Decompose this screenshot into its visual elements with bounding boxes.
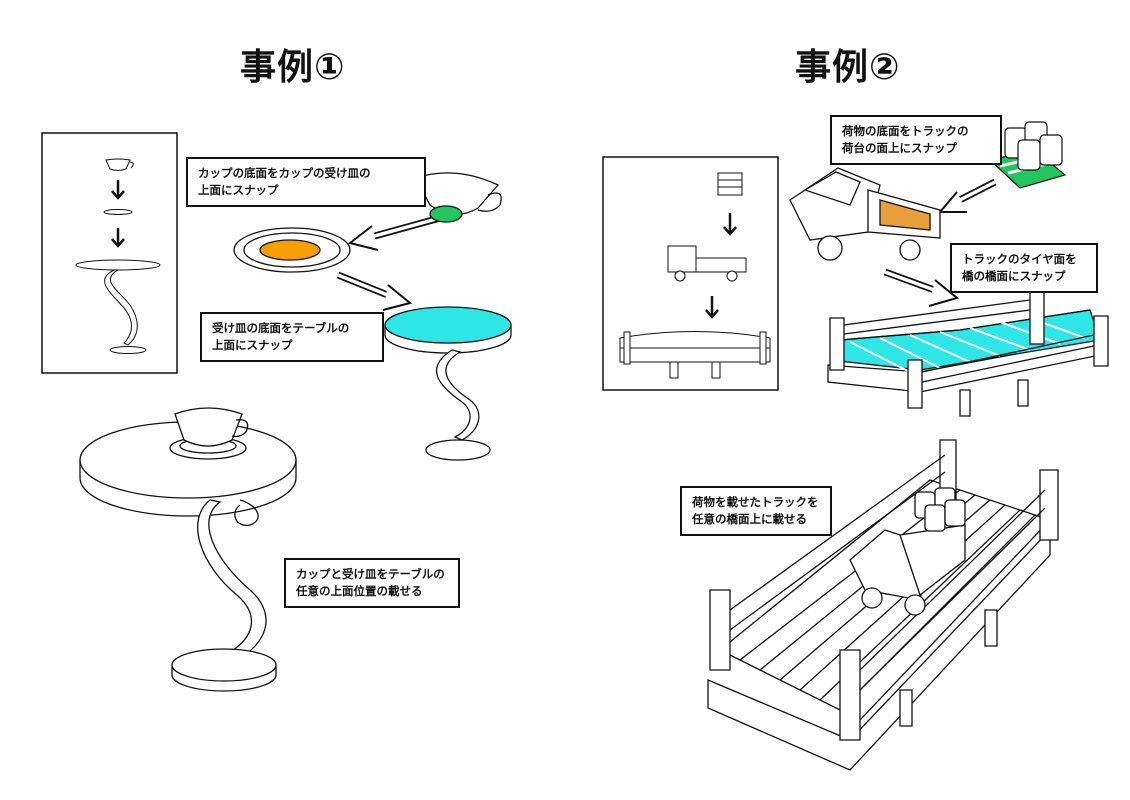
sequence-arrow-down-icon-4	[706, 296, 718, 317]
truck-illustration	[790, 168, 940, 260]
saucer-illustration	[234, 228, 350, 272]
bridge-with-truck-illustration	[708, 440, 1058, 770]
sequence-cargo-icon	[718, 173, 742, 195]
table-with-cup-illustration	[80, 408, 296, 691]
bridge-highlighted-illustration	[828, 292, 1108, 416]
callout-cup-on-table-result: カップと受け皿をテーブルの 任意の上面位置の載せる	[284, 558, 460, 608]
cup-illustration	[416, 173, 501, 222]
cargo-on-pallet-illustration	[990, 122, 1065, 188]
sequence-arrow-down-icon	[112, 180, 124, 198]
callout-cup-to-saucer: カップの底面をカップの受け皿の 上面にスナップ	[186, 157, 426, 207]
example-1-title: 事例①	[240, 47, 346, 88]
sequence-arrow-down-icon-2	[112, 228, 124, 246]
sequence-bridge-icon	[620, 332, 770, 379]
callout-cargo-to-truck: 荷物の底面をトラックの 荷台の面上にスナップ	[830, 115, 1002, 165]
sequence-table-icon	[76, 260, 160, 354]
sequence-truck-icon	[668, 246, 746, 281]
sequence-arrow-down-icon-3	[724, 213, 736, 234]
table-illustration-floating	[385, 307, 511, 460]
sequence-cup-icon	[106, 159, 133, 171]
callout-saucer-to-table: 受け皿の底面をテーブルの 上面にスナップ	[200, 312, 384, 362]
example-2-title: 事例②	[795, 47, 901, 88]
sequence-saucer-icon	[104, 210, 132, 215]
example-1-sequence-panel	[42, 133, 177, 373]
callout-truck-on-bridge-result: 荷物を載せたトラックを 任意の橋面上に載せる	[680, 486, 832, 536]
callout-truck-to-bridge: トラックのタイヤ面を 橋の橋面にスナップ	[950, 243, 1098, 293]
